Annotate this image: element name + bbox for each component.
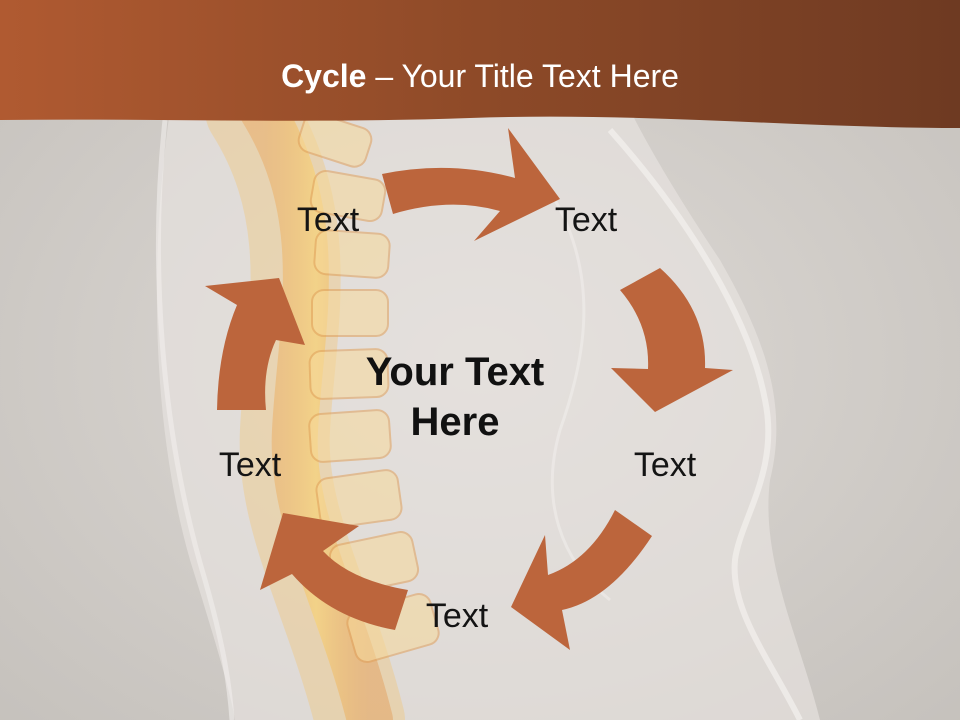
title-rest: – Your Title Text Here — [366, 58, 679, 94]
arrow-bottom-right — [511, 510, 652, 650]
vertebrae — [297, 112, 440, 664]
arrow-right — [611, 268, 733, 412]
arrow-bottom-left — [260, 513, 408, 630]
spine-column — [239, 87, 393, 720]
belly-contour — [607, 128, 803, 720]
arrow-top — [382, 128, 560, 241]
cycle-label-4: Text — [425, 597, 489, 635]
cycle-label-3: Text — [633, 446, 697, 484]
header-band — [0, 0, 960, 128]
cycle-label-1: Text — [296, 201, 360, 239]
slide-title: Cycle – Your Title Text Here — [0, 52, 960, 100]
cycle-label-2: Text — [554, 201, 618, 239]
cycle-label-5: Text — [218, 446, 282, 484]
title-bold: Cycle — [281, 58, 367, 94]
inner-contour — [550, 199, 611, 602]
back-contour — [156, 119, 235, 720]
center-text: Your Text Here — [365, 350, 545, 444]
arrow-left — [205, 278, 305, 410]
